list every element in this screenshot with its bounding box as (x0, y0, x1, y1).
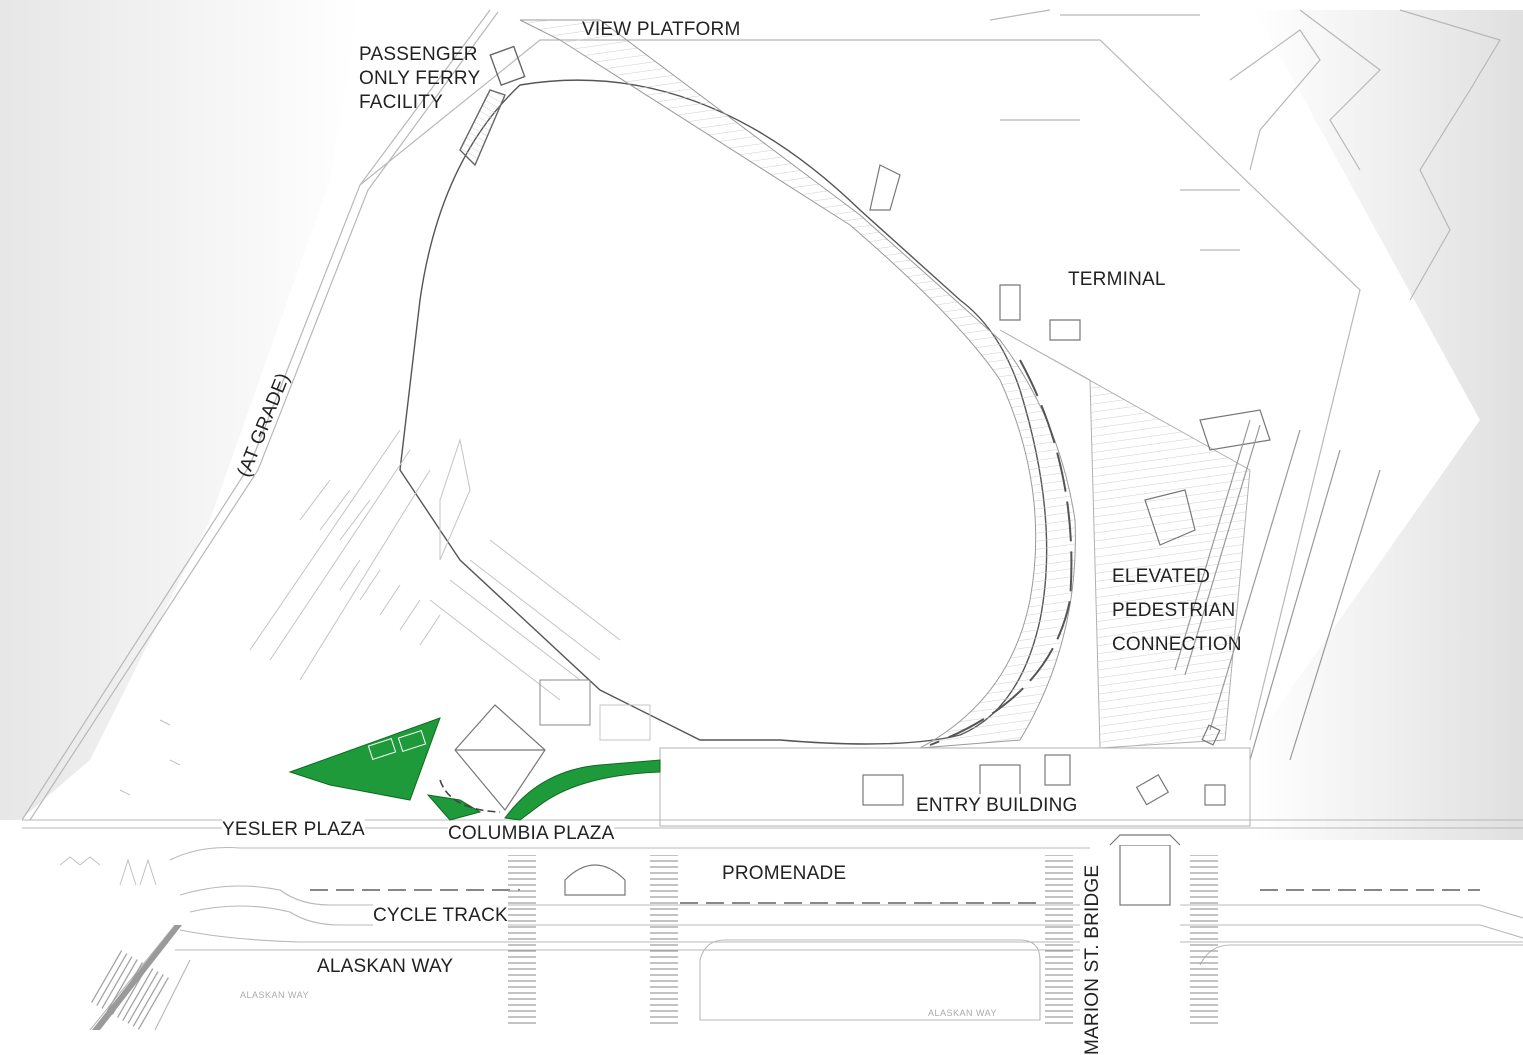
promenade-label: PROMENADE (722, 863, 847, 884)
elevated-label-line2: PEDESTRIAN (1112, 600, 1236, 621)
water-shading (0, 0, 1523, 840)
curb-edge (92, 925, 182, 1030)
crosswalks (89, 855, 1218, 1031)
ferry-label-line1: PASSENGER (359, 44, 478, 65)
ground-markings (59, 719, 181, 886)
columbia-building (439, 704, 546, 813)
columbia-plaza-green-b (504, 759, 661, 821)
columbia-plaza-green-a (426, 794, 482, 821)
street-marking-2: ALASKAN WAY (928, 1008, 998, 1018)
ferry-label-line2: ONLY FERRY (359, 68, 481, 89)
parking-lot-lines (249, 429, 651, 741)
marion-bridge (1109, 834, 1181, 906)
ferry-facility (459, 45, 526, 167)
street-marking-1: ALASKAN WAY (240, 990, 310, 1000)
promenade-dashes (310, 889, 1480, 904)
marion-bridge-label: MARION ST. BRIDGE (1080, 864, 1106, 1055)
ferry-label-line3: FACILITY (359, 92, 443, 113)
columbia-plaza-label: COLUMBIA PLAZA (448, 822, 615, 846)
green-spaces (288, 717, 661, 821)
terminal-plaza-shape (399, 79, 1048, 745)
cycle-track-label: CYCLE TRACK (373, 904, 508, 928)
elevated-walkway (519, 19, 1251, 749)
terminal-structures (869, 164, 1381, 761)
yesler-plaza-label: YESLER PLAZA (222, 818, 365, 842)
elevated-label-line1: ELEVATED (1112, 566, 1211, 587)
elevated-label-line3: CONNECTION (1112, 634, 1242, 655)
terminal-label: TERMINAL (1068, 269, 1166, 290)
view-platform-label: VIEW PLATFORM (582, 19, 741, 40)
entry-kiosks (564, 754, 1226, 896)
alaskan-way-label: ALASKAN WAY (317, 956, 454, 977)
yesler-plaza-green (288, 717, 441, 801)
entry-building-label: ENTRY BUILDING (916, 794, 1078, 818)
